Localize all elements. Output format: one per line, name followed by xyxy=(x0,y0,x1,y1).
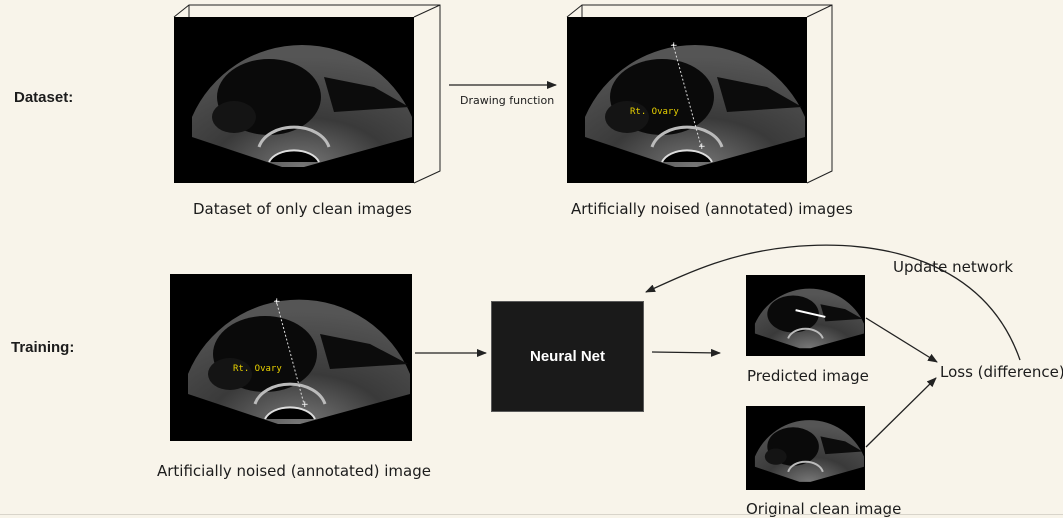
original-to-loss-arrow xyxy=(865,377,937,448)
training-input-image: + + Rt. Ovary xyxy=(170,274,412,441)
neural-net-box: Neural Net xyxy=(491,301,644,412)
clean-dataset-image xyxy=(174,17,414,183)
bottom-divider xyxy=(0,514,1063,515)
ultrasound-annotated-1: + + Rt. Ovary xyxy=(585,41,805,167)
drawing-function-label: Drawing function xyxy=(460,94,555,107)
ultrasound-clean-1 xyxy=(192,44,412,167)
original-caption: Original clean image xyxy=(746,500,902,518)
svg-text:+: + xyxy=(670,41,678,51)
loss-label: Loss (difference) xyxy=(940,363,1063,381)
update-network-label: Update network xyxy=(893,258,1014,276)
training-input-caption: Artificially noised (annotated) image xyxy=(157,462,431,480)
noised-dataset-image: + + Rt. Ovary xyxy=(567,17,807,183)
svg-text:+: + xyxy=(273,297,281,307)
ultrasound-original xyxy=(754,420,865,482)
network-to-prediction-arrow xyxy=(651,348,721,357)
noised-dataset-caption: Artificially noised (annotated) images xyxy=(571,200,853,218)
clean-dataset-caption: Dataset of only clean images xyxy=(193,200,412,218)
dataset-row-label: Dataset: xyxy=(14,89,74,106)
svg-text:+: + xyxy=(301,400,309,410)
ultrasound-annotated-2: + + Rt. Ovary xyxy=(188,297,410,424)
predicted-caption: Predicted image xyxy=(747,367,869,385)
ultrasound-predicted xyxy=(754,288,865,349)
training-row-label: Training: xyxy=(11,339,75,356)
original-clean-image xyxy=(746,406,865,490)
predicted-image xyxy=(746,275,865,356)
svg-text:+: + xyxy=(698,142,706,152)
annotation-label-2: Rt. Ovary xyxy=(233,364,282,374)
annotation-label-1: Rt. Ovary xyxy=(630,107,679,117)
prediction-to-loss-arrow xyxy=(865,317,938,363)
